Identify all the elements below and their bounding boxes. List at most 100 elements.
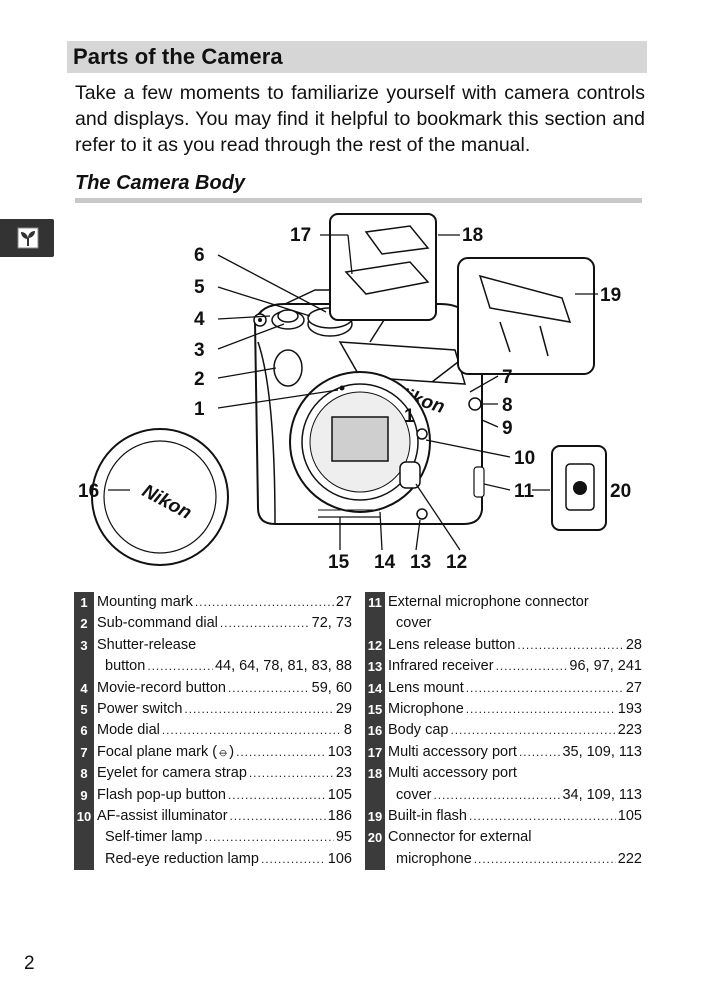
legend-number-badge: 6 [74, 720, 94, 742]
legend-pages: 44, 64, 78, 81, 83, 88 [214, 658, 352, 675]
legend-label: Power switch [97, 701, 183, 717]
camera-illustration: Nikon Nikon [78, 213, 631, 573]
legend-label: Shutter-release [97, 636, 197, 653]
legend-pages: 72, 73 [311, 615, 352, 632]
legend-pages: 95 [335, 829, 352, 846]
leader-dots [249, 763, 334, 784]
legend-label: Eyelet for camera strap [97, 765, 247, 782]
legend-line: Multi accessory port35, 109, 113 [388, 742, 642, 763]
legend-label: Microphone [388, 701, 464, 717]
legend-label: External microphone connector [388, 594, 589, 610]
callout-2: 2 [194, 369, 205, 390]
intro-paragraph: Take a few moments to familiarize yourse… [75, 82, 645, 156]
legend-line: microphone222 [388, 849, 642, 870]
leader-dots [474, 849, 616, 870]
legend-label: Sub-command dial [97, 615, 218, 632]
lens-release-icon [399, 461, 421, 489]
legend-number-badge: 7 [74, 741, 94, 764]
strap-eyelet-icon [468, 397, 482, 411]
inset-built-in-flash [457, 257, 595, 375]
legend-line: Mounting mark27 [97, 592, 352, 613]
legend-label: Lens mount [388, 679, 464, 696]
legend-number-badge: 1 [74, 592, 94, 614]
legend-label: Flash pop-up button [97, 786, 226, 803]
legend-line: Built-in flash105 [388, 806, 642, 827]
legend-pages: 59, 60 [311, 679, 352, 696]
callout-18: 18 [462, 225, 483, 246]
legend-line: Movie-record button 59, 60 [97, 678, 352, 699]
leader-dots [184, 699, 333, 720]
legend-line: Eyelet for camera strap 23 [97, 763, 352, 784]
legend-label: Mode dial [97, 722, 160, 739]
leader-dots [496, 656, 568, 677]
callout-19: 19 [600, 285, 621, 306]
legend-label: AF-assist illuminator [97, 808, 228, 825]
legend-label: button [105, 658, 146, 675]
legend-line: Focal plane mark (⦵)103 [97, 742, 352, 763]
legend-pages: 34, 109, 113 [562, 786, 642, 803]
legend-number-badge: 5 [74, 699, 94, 721]
legend-number-badge: 10 [74, 806, 94, 871]
legend-label: cover [396, 786, 432, 803]
leader-dots [466, 699, 616, 720]
legend-number-badge: 16 [365, 720, 385, 742]
legend-line: Shutter-release [97, 635, 352, 656]
section-header: Parts of the Camera [67, 41, 647, 73]
sprout-icon [17, 227, 39, 249]
leader-dots [469, 806, 616, 827]
leader-dots [519, 742, 561, 763]
legend-pages: 222 [617, 850, 642, 867]
legend-label: Movie-record button [97, 679, 226, 696]
legend-line: Sub-command dial 72, 73 [97, 613, 352, 634]
callout-9: 9 [502, 418, 513, 439]
callout-16: 16 [78, 481, 99, 502]
chapter-tab [0, 219, 54, 257]
legend-label: Connector for external [388, 829, 532, 846]
legend-line: External microphone connector [388, 592, 642, 613]
callout-14: 14 [374, 552, 396, 573]
legend-pages: 23 [335, 765, 352, 782]
callout-8: 8 [502, 395, 513, 416]
leader-dots [228, 678, 310, 699]
leader-dots [517, 635, 623, 656]
legend-number-badge: 13 [365, 656, 385, 678]
legend-line: Red-eye reduction lamp106 [97, 849, 352, 870]
legend-line: Power switch29 [97, 699, 352, 720]
legend-line: AF-assist illuminator 186 [97, 806, 352, 827]
legend-number-badge: 4 [74, 677, 94, 699]
legend-pages: 186 [327, 808, 352, 825]
callout-11: 11 [514, 481, 535, 502]
legend-label: Body cap [388, 722, 449, 739]
leader-dots [162, 720, 342, 741]
callout-10: 10 [514, 448, 535, 469]
legend-number-badge: 18 [365, 763, 385, 806]
camera-grip [257, 341, 276, 525]
legend-label: Red-eye reduction lamp [105, 850, 259, 867]
legend-label: Focal plane mark (⦵) [97, 743, 235, 760]
legend-line: Mode dial8 [97, 720, 352, 741]
legend-line: cover 34, 109, 113 [388, 785, 642, 806]
legend-line: button 44, 64, 78, 81, 83, 88 [97, 656, 352, 677]
legend-number-badge: 17 [365, 741, 385, 764]
legend-label: Built-in flash [388, 808, 467, 824]
leader-dots [236, 742, 326, 763]
callout-4: 4 [194, 309, 205, 330]
leader-dots [195, 592, 334, 613]
legend-number-badge: 11 [365, 592, 385, 635]
legend-line: Lens release button28 [388, 635, 642, 656]
